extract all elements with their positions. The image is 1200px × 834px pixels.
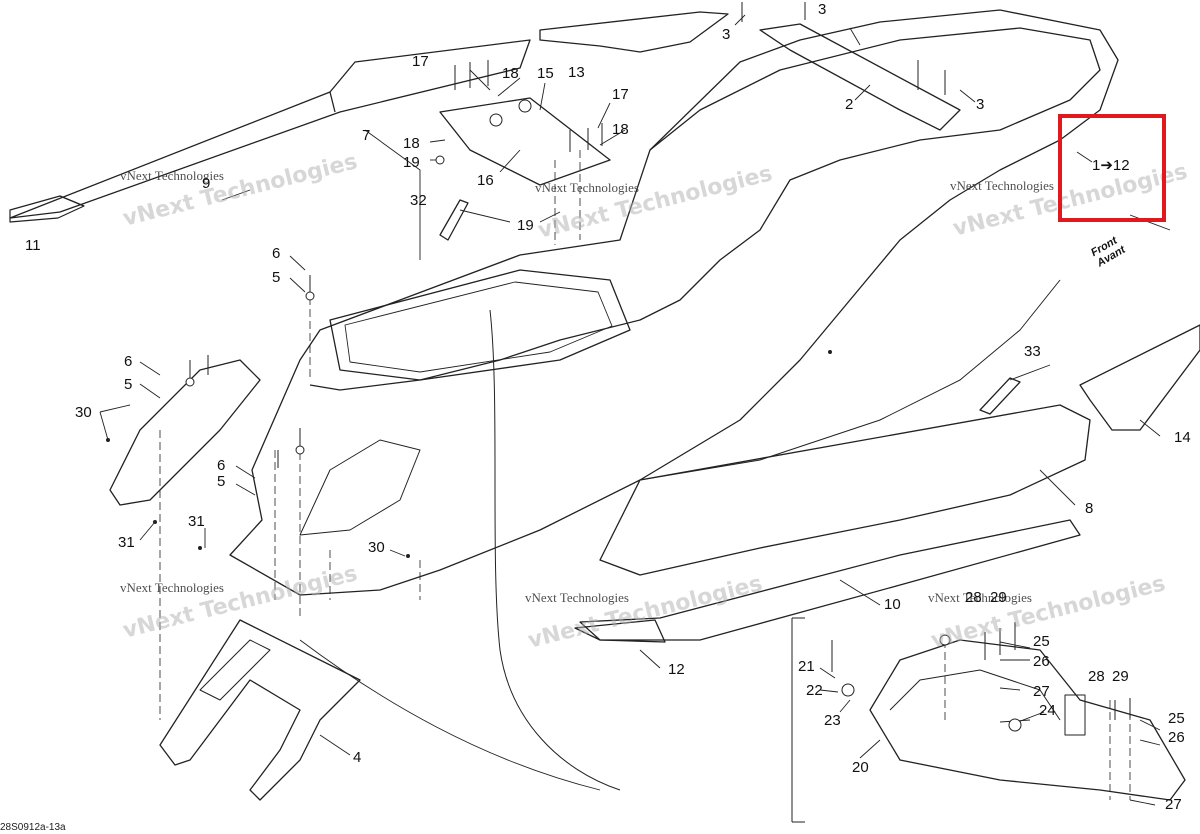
drawing-code: 28S0912a-13a: [0, 822, 66, 833]
part-label: 5: [272, 269, 281, 286]
part-label: 25: [1033, 633, 1050, 650]
part-label: 4: [353, 749, 362, 766]
part-label: 24: [1039, 702, 1056, 719]
part-label: 23: [824, 712, 841, 729]
part-label: 28: [965, 589, 982, 606]
part-label: 6: [124, 353, 133, 370]
part-label: 32: [410, 192, 427, 209]
callout-label: 1➔12: [1092, 157, 1130, 174]
part-label: 3: [976, 96, 985, 113]
part-label: 9: [202, 175, 211, 192]
part-label: 26: [1168, 729, 1185, 746]
part-label: 27: [1033, 683, 1050, 700]
part-label: 19: [403, 154, 420, 171]
part-label: 3: [818, 1, 827, 18]
part-label: 29: [1112, 668, 1129, 685]
part-label: 27: [1165, 796, 1182, 813]
part-label: 30: [368, 539, 385, 556]
part-label: 6: [217, 457, 226, 474]
part-label: 11: [25, 237, 41, 254]
bracket-part-4: [159, 619, 361, 801]
part-label: 33: [1024, 343, 1041, 360]
part-label: 26: [1033, 653, 1050, 670]
plate-part-33: [979, 377, 1021, 415]
part-label: 10: [884, 596, 901, 613]
part-label: 2: [845, 96, 854, 113]
crossbar-part-2: [759, 23, 961, 131]
part-label: 7: [362, 127, 371, 144]
mat-part-11: [9, 195, 85, 223]
part-label: 31: [118, 534, 135, 551]
part-label: 31: [188, 513, 205, 530]
part-label: 25: [1168, 710, 1185, 727]
part-label: 16: [477, 172, 494, 189]
hull-body: [229, 9, 1119, 596]
part-label: 19: [517, 217, 534, 234]
part-label: 17: [612, 86, 629, 103]
part-label: 18: [612, 121, 629, 138]
bracket-part-32: [439, 199, 469, 241]
strip-part-12: [574, 619, 666, 643]
callout-box: [1058, 114, 1166, 222]
mat-part-7: [9, 39, 531, 219]
plate-part-16: [439, 97, 611, 186]
part-label: 29: [990, 589, 1007, 606]
part-label: 5: [124, 376, 133, 393]
part-label: 15: [537, 65, 554, 82]
part-label: 13: [568, 64, 585, 81]
part-label: 8: [1085, 500, 1094, 517]
part-label: 3: [722, 26, 731, 43]
bracket-left: [109, 359, 261, 506]
side-rail-8: [599, 404, 1091, 576]
part-label: 5: [217, 473, 226, 490]
part-label: 14: [1174, 429, 1191, 446]
part-label: 20: [852, 759, 869, 776]
part-label: 6: [272, 245, 281, 262]
mat-part-13: [539, 11, 729, 53]
part-label: 28: [1088, 668, 1105, 685]
part-label: 18: [502, 65, 519, 82]
mat-part-14: [1079, 324, 1200, 431]
part-label: 30: [75, 404, 92, 421]
part-label: 22: [806, 682, 823, 699]
part-label: 21: [798, 658, 815, 675]
part-label: 17: [412, 53, 429, 70]
part-label: 12: [668, 661, 685, 678]
strip-part-10: [579, 519, 1081, 641]
part-label: 18: [403, 135, 420, 152]
rear-part-20: [869, 639, 1186, 801]
